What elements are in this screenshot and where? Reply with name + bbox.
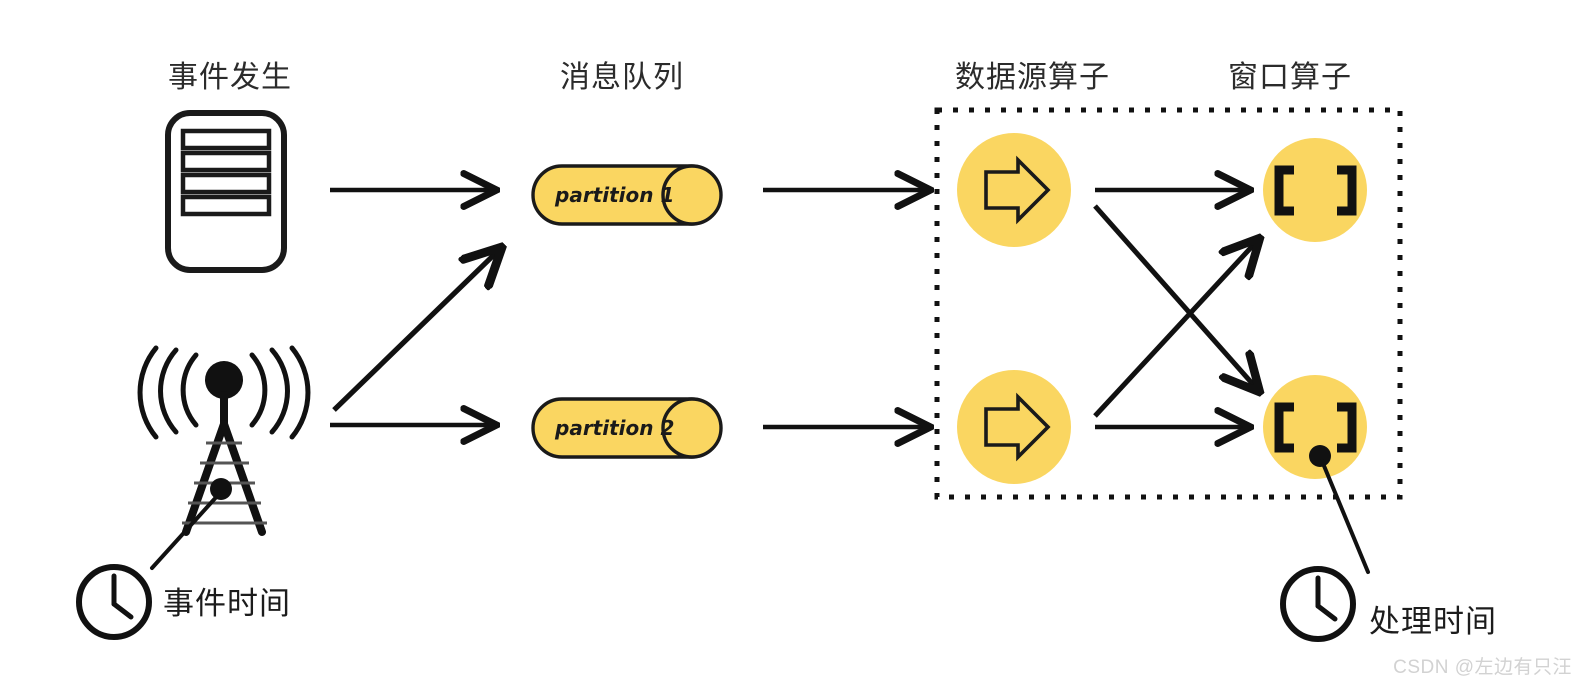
arrow-source1-to-window2 [1093, 204, 1258, 390]
operator-boundary-box [934, 107, 1403, 500]
event-time-label: 事件时间 [163, 586, 291, 621]
processing-time-label: 处理时间 [1369, 604, 1497, 639]
brackets-icon [1274, 165, 1357, 216]
partition-2-label: partition 2 [554, 416, 674, 440]
partition-1-shape[interactable]: partition 1 [531, 164, 723, 226]
column-label-event-generation: 事件发生 [168, 61, 292, 94]
radio-tower-icon [137, 345, 311, 570]
processing-time-leader-line [1320, 459, 1370, 574]
brackets-icon [1274, 402, 1357, 453]
arrow-right-block-icon [984, 392, 1051, 462]
arrow-tower-to-partition1 [332, 249, 500, 412]
window-operator-2[interactable] [1263, 375, 1370, 574]
column-label-window-operator: 窗口算子 [1228, 61, 1352, 94]
server-icon [165, 110, 287, 273]
column-label-source-operator: 数据源算子 [955, 61, 1110, 94]
source-operator-2[interactable] [957, 370, 1071, 484]
column-label-message-queue: 消息队列 [560, 61, 684, 94]
clock-icon-processing-time [1280, 566, 1356, 642]
partition-1-label: partition 1 [554, 183, 674, 207]
window-operator-1[interactable] [1263, 138, 1367, 242]
arrow-right-block-icon [984, 155, 1051, 225]
clock-icon-event-time [76, 564, 152, 640]
partition-2-shape[interactable]: partition 2 [531, 397, 723, 459]
arrow-source2-to-window1 [1093, 240, 1258, 418]
csdn-watermark: CSDN @左边有只汪 [1393, 657, 1572, 678]
source-operator-1[interactable] [957, 133, 1071, 247]
processing-time-anchor-dot [1309, 445, 1331, 467]
